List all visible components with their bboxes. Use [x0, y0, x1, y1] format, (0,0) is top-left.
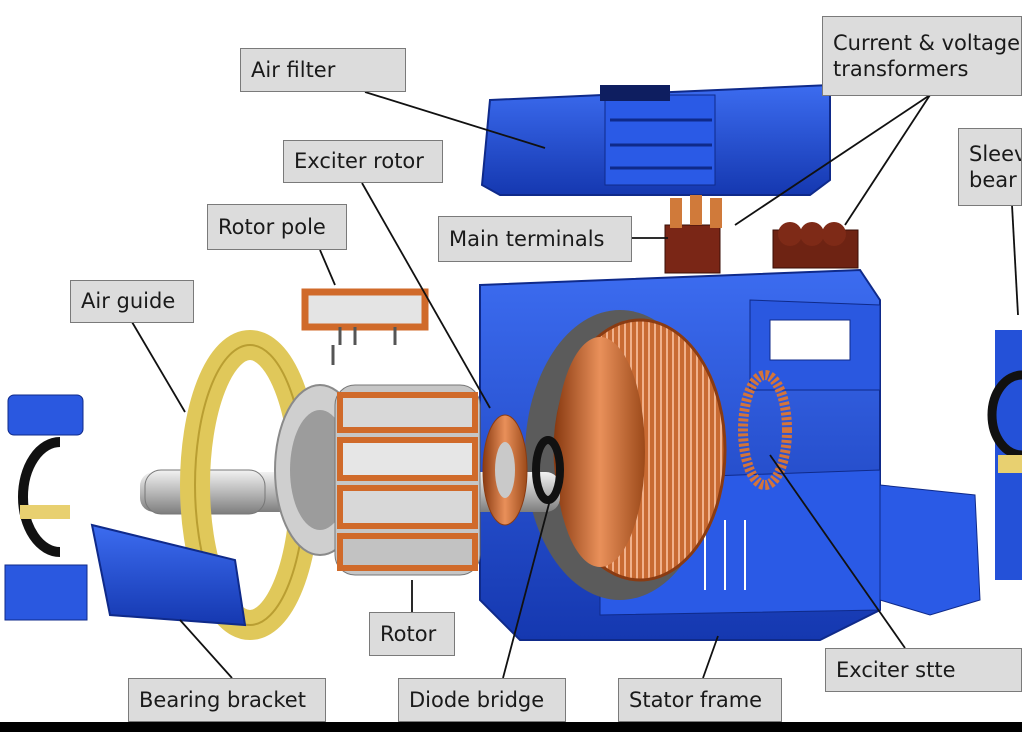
label-stator-frame: Stator frame — [618, 678, 782, 722]
exciter-rotor-part — [483, 415, 527, 525]
label-air-guide: Air guide — [70, 280, 194, 323]
label-current-voltage-transformers: Current & voltage transformers — [822, 16, 1022, 96]
label-bearing-bracket: Bearing bracket — [128, 678, 326, 722]
sleeve-bearing-right — [992, 330, 1022, 580]
rotor-pole-part — [305, 292, 425, 365]
bottom-edge-bar — [0, 722, 1022, 732]
air-filter-part — [482, 85, 830, 195]
label-main-terminals: Main terminals — [438, 216, 632, 262]
rotor-part — [335, 385, 480, 575]
bearing-bracket-part — [92, 525, 245, 625]
label-rotor-pole: Rotor pole — [207, 204, 347, 250]
sleeve-bearing-left — [5, 395, 87, 620]
main-terminals-part — [665, 195, 722, 273]
label-sleeve-bearing: Sleev bear — [958, 128, 1022, 206]
label-diode-bridge: Diode bridge — [398, 678, 566, 722]
transformers-part — [773, 222, 858, 268]
label-air-filter: Air filter — [240, 48, 406, 92]
label-rotor: Rotor — [369, 612, 455, 656]
label-exciter-stator: Exciter stte — [825, 648, 1022, 692]
label-exciter-rotor: Exciter rotor — [283, 140, 443, 183]
end-shield-right — [880, 485, 980, 615]
